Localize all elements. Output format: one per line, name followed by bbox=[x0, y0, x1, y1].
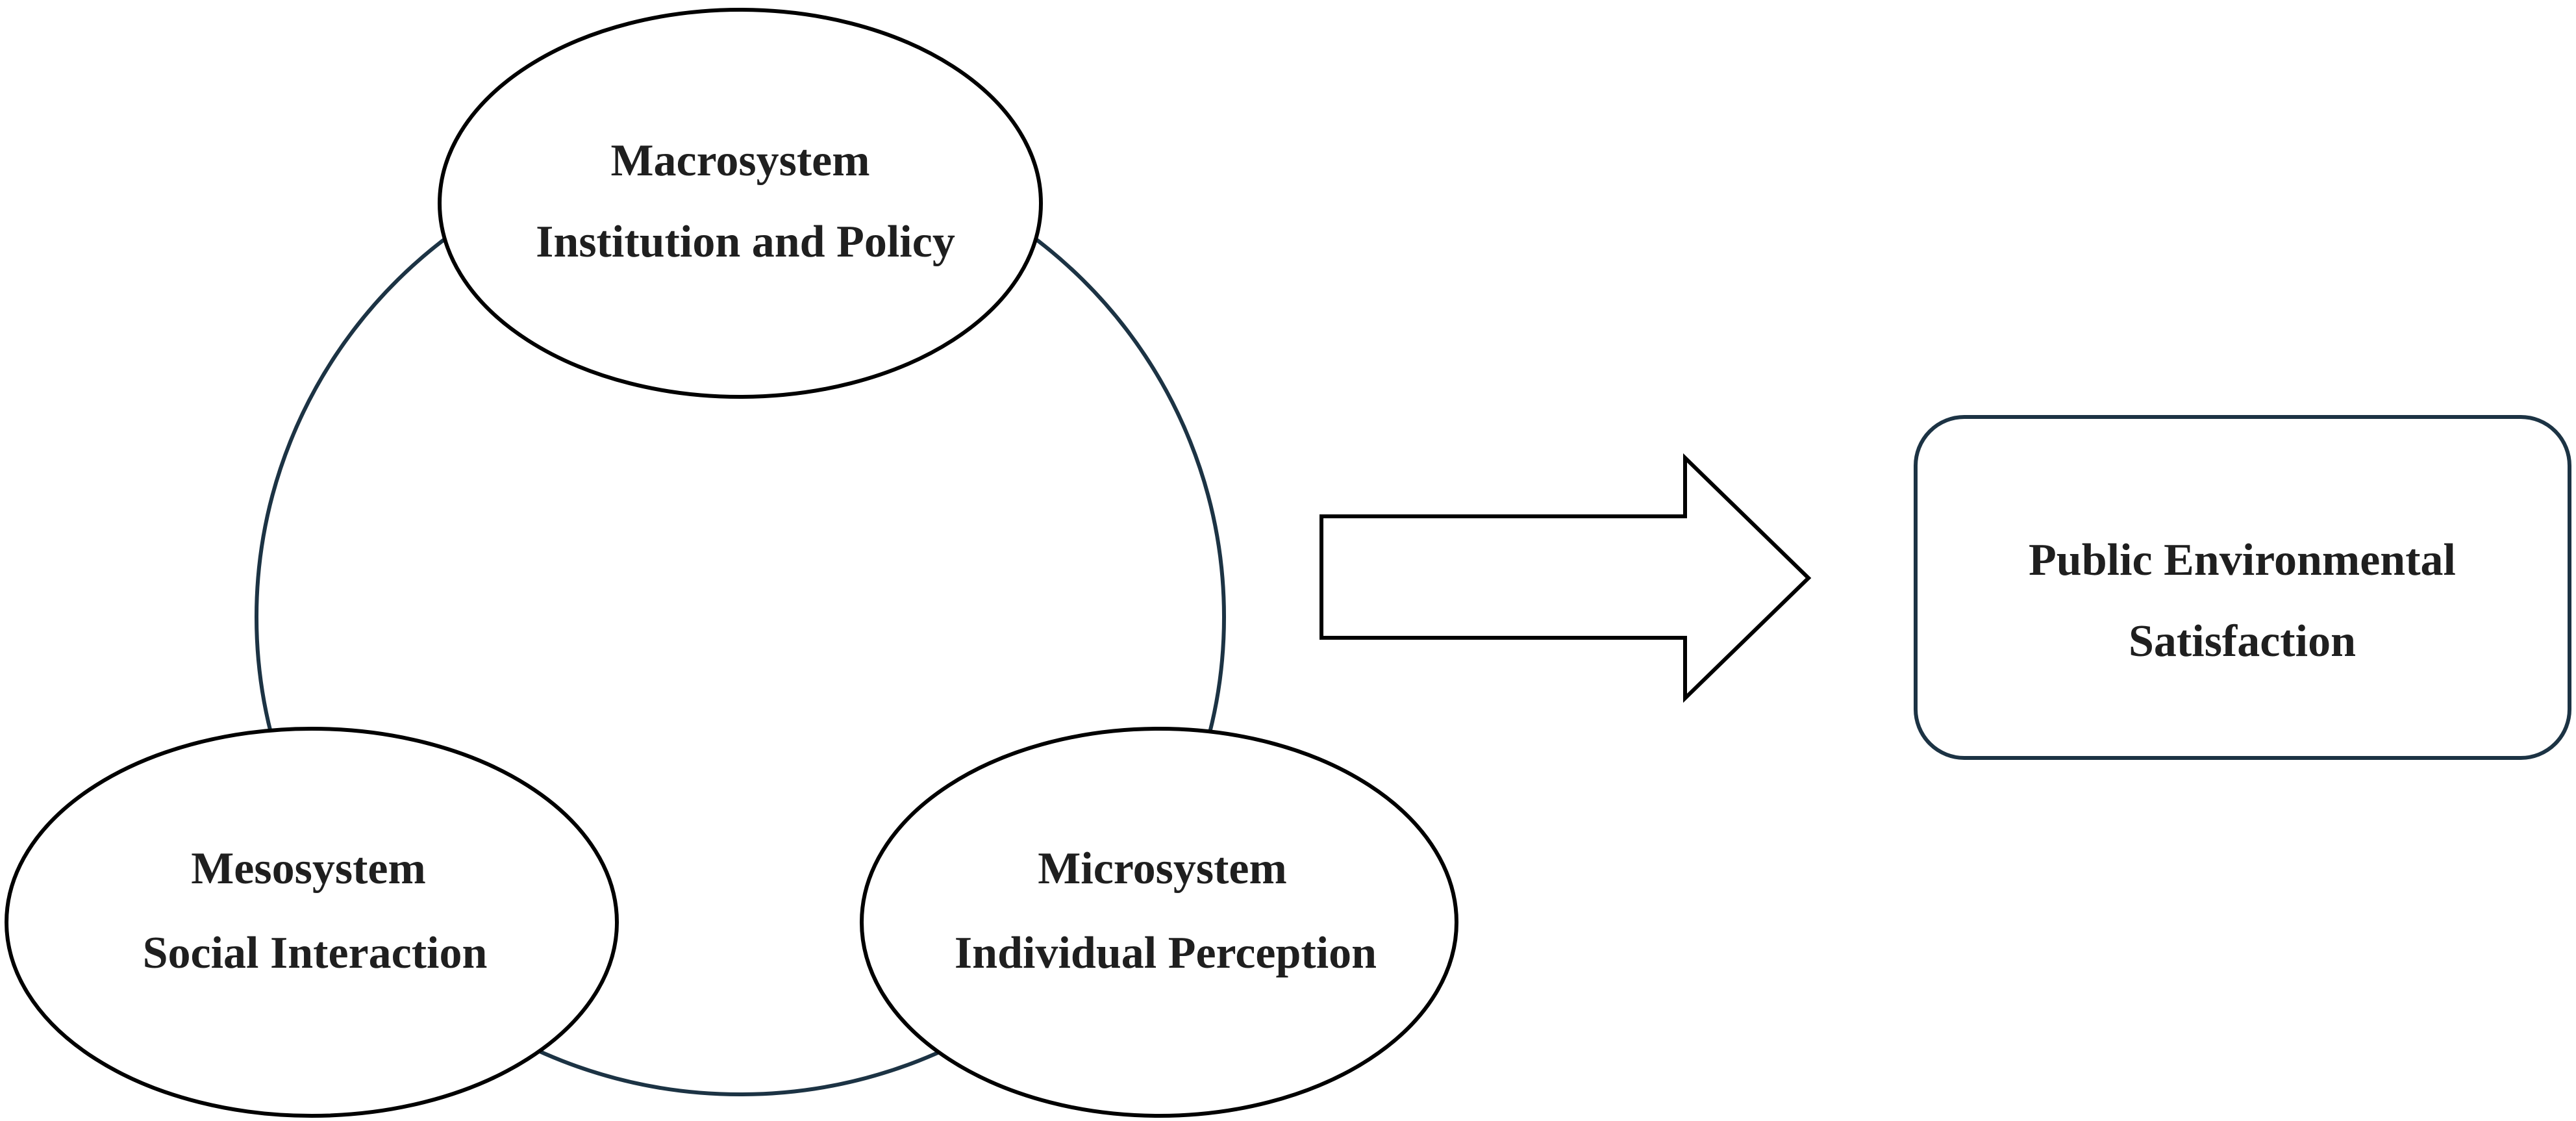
outcome-box bbox=[1914, 415, 2571, 760]
microsystem-subtitle: Individual Perception bbox=[955, 928, 1377, 978]
macrosystem-subtitle: Institution and Policy bbox=[536, 217, 955, 267]
macrosystem-title: Macrosystem bbox=[610, 136, 869, 186]
mesosystem-title: Mesosystem bbox=[191, 844, 426, 894]
outcome-line-2: Satisfaction bbox=[2129, 616, 2356, 666]
microsystem-title: Microsystem bbox=[1038, 844, 1287, 894]
mesosystem-subtitle: Social Interaction bbox=[143, 928, 488, 978]
mesosystem-ellipse bbox=[5, 727, 619, 1118]
microsystem-ellipse bbox=[860, 727, 1458, 1118]
microsystem-node: Microsystem Individual Perception bbox=[860, 727, 1458, 1118]
outcome-node: Public Environmental Satisfaction bbox=[1914, 415, 2571, 760]
macrosystem-ellipse bbox=[438, 8, 1043, 399]
influence-arrow bbox=[1319, 453, 1812, 703]
mesosystem-node: Mesosystem Social Interaction bbox=[5, 727, 619, 1118]
outcome-line-1: Public Environmental bbox=[2029, 535, 2456, 585]
macrosystem-node: Macrosystem Institution and Policy bbox=[438, 8, 1043, 399]
